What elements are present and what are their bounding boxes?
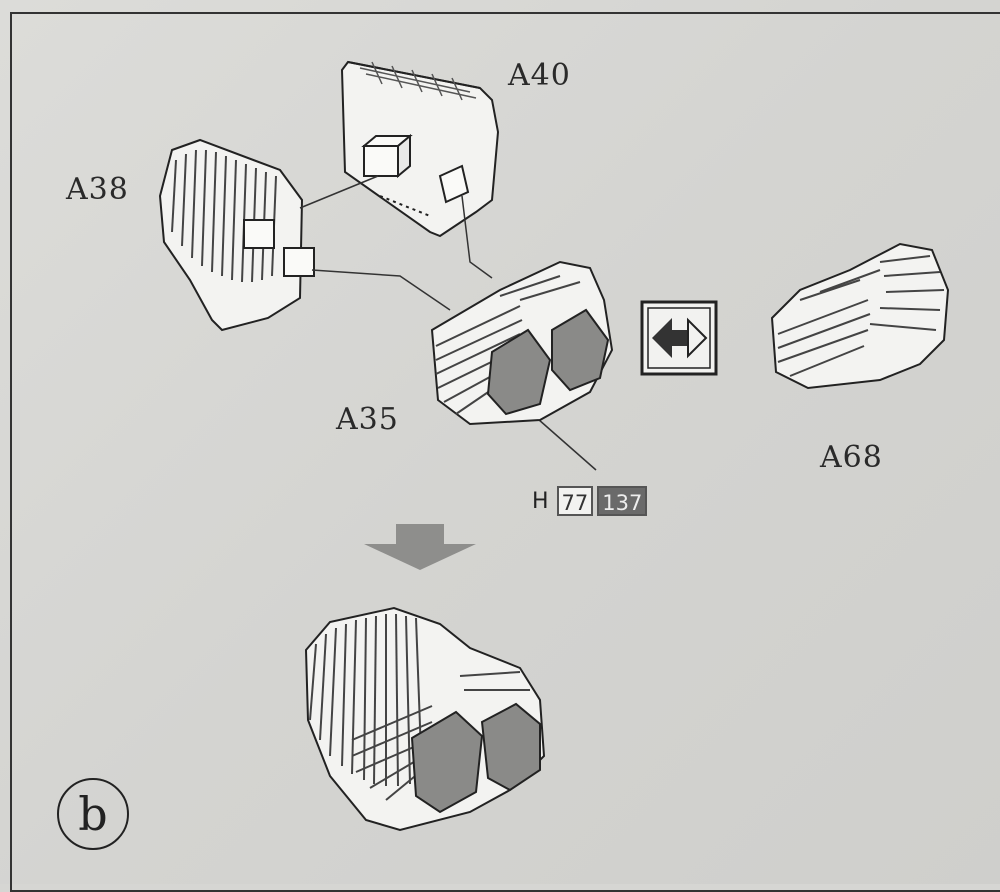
part-label-a68: A68 [820,440,883,475]
part-a68-drawing [770,242,950,390]
step-marker: b [57,778,129,850]
part-a40-drawing [340,60,500,238]
paint-code: H 77 137 [532,486,648,516]
part-a38-drawing [158,138,315,332]
part-label-a40: A40 [508,58,571,93]
assembled-part-drawing [304,606,546,832]
swap-arrows-icon [640,300,718,376]
down-arrow-icon [364,524,476,570]
part-label-a38: A38 [66,172,129,207]
paint-color-code-2: 137 [597,486,648,516]
paint-prefix: H [532,488,549,514]
part-a35-drawing [430,260,614,426]
paint-color-code-1: 77 [556,486,594,516]
assembly-guide-lines [299,175,597,471]
part-label-a35: A35 [336,402,399,437]
